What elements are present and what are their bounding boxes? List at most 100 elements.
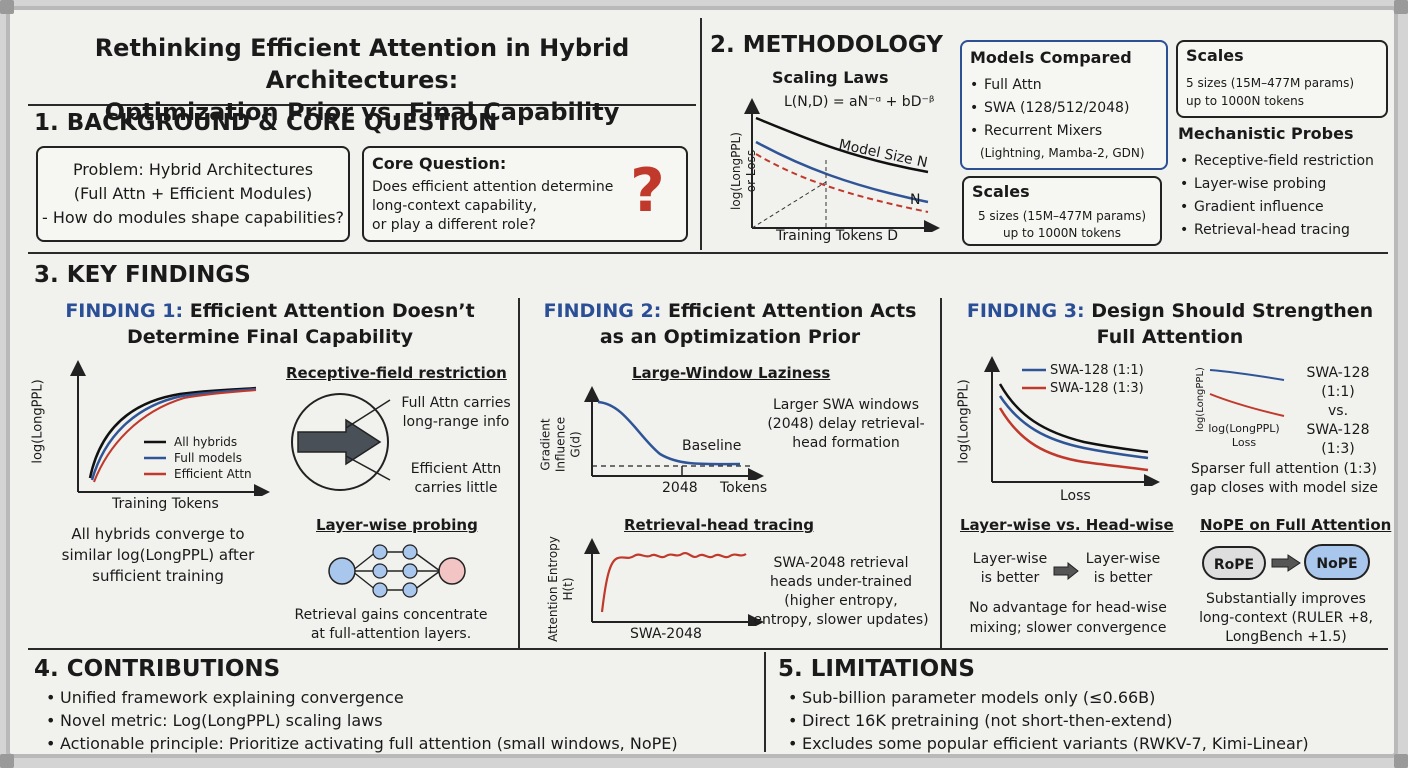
f3-mini-x-label-1: log(LongPPL) (1208, 422, 1280, 435)
lh-note-line: No advantage for head-wise (969, 600, 1167, 616)
f3-x-label: Loss (1060, 488, 1091, 504)
problem-box: Problem: Hybrid Architectures (Full Attn… (36, 146, 350, 242)
contribution-item: Novel metric: Log(LongPPL) scaling laws (46, 709, 678, 732)
probe-item: Layer-wise probing (1180, 173, 1374, 196)
rf-pointer-up (345, 399, 391, 429)
f1-caption-line: All hybrids converge to (71, 525, 245, 543)
lh-right-line: is better (1093, 570, 1153, 586)
f3-legend-item: SWA-128 (1:3) (1050, 381, 1144, 396)
f1-curve-all-hybrids (88, 386, 257, 479)
f1-legend-item: All hybrids (174, 435, 238, 449)
finding-3-title-1: Design Should Strengthen (1091, 300, 1374, 322)
model-size-n-label: N (910, 192, 921, 208)
gradient-y-label-1: Gradient Influence (538, 416, 568, 473)
probe-input-node (328, 557, 356, 585)
gradient-note-line: (2048) delay retrieval- (767, 416, 925, 432)
finding-divider-1 (518, 298, 520, 650)
frame-corner (1394, 0, 1408, 14)
rf-label-efficient-line: Efficient Attn (410, 461, 502, 477)
layer-vs-head-title: Layer-wise vs. Head-wise (960, 516, 1174, 534)
entropy-chart (584, 538, 764, 626)
probe-node (372, 563, 388, 579)
f3-legend: SWA-128 (1:1) SWA-128 (1:3) (1050, 362, 1144, 398)
core-question-title: Core Question: (372, 154, 507, 173)
rf-label-efficient: Efficient Attn carries little (394, 460, 518, 498)
probe-node (402, 544, 418, 560)
f3-mini-x-label: log(LongPPL) Loss (1206, 422, 1282, 450)
models-compared-box: Models Compared Full Attn SWA (128/512/2… (960, 40, 1168, 170)
finding-1-title-1: Efficient Attention Doesn’t (189, 300, 475, 322)
gradient-note-line: Larger SWA windows (773, 397, 919, 413)
entropy-x-label: SWA-2048 (630, 626, 702, 642)
probe-output-node (438, 557, 466, 585)
gradient-y-label-2: G(d) (568, 431, 583, 458)
probe-item: Gradient influence (1180, 196, 1374, 219)
top-vertical-divider (700, 18, 702, 250)
nope-arrow-icon (1271, 554, 1301, 572)
probe-node (402, 582, 418, 598)
f1-caption-line: similar log(LongPPL) after (61, 546, 255, 564)
gradient-curve (597, 400, 741, 466)
poster-title: Rethinking Efficient Attention in Hybrid… (28, 32, 696, 128)
rf-label-full: Full Attn carries long-range info (394, 394, 518, 432)
receptive-field-circle (291, 393, 389, 491)
probes-list: Receptive-field restriction Layer-wise p… (1180, 150, 1374, 242)
f3-curve-red (998, 407, 1149, 472)
scaling-x-label: Training Tokens D (776, 228, 899, 244)
whiteboard: Rethinking Efficient Attention in Hybrid… (6, 6, 1398, 758)
f3-y-label: log(LongPPL) (956, 379, 972, 464)
lh-left-line: is better (980, 570, 1040, 586)
scales-top-line-2: up to 1000N tokens (1186, 94, 1305, 108)
receptive-field-title: Receptive-field restriction (286, 364, 507, 382)
f3-mini-curve-blue (1209, 369, 1285, 381)
gradient-x-label: Tokens (720, 480, 768, 496)
frame-corner (1394, 754, 1408, 768)
f1-x-label: Training Tokens (112, 496, 219, 512)
finding-2-title-1: Efficient Attention Acts (667, 300, 917, 322)
rope-pill: RoPE (1202, 546, 1266, 580)
lh-right: Layer-wise is better (1080, 550, 1166, 588)
lh-right-line: Layer-wise (1085, 551, 1161, 567)
problem-line-2: (Full Attn + Efficient Modules) (73, 184, 313, 203)
entropy-note-line: (higher entropy, (784, 593, 898, 609)
lh-note-line: mixing; slower convergence (969, 620, 1167, 636)
retrieval-head-tracing-title: Retrieval-head tracing (624, 516, 814, 534)
rf-label-efficient-line: carries little (414, 480, 498, 496)
scaling-laws-title: Scaling Laws (772, 68, 889, 87)
scaling-guide-line (751, 181, 827, 229)
methodology-heading: 2. METHODOLOGY (710, 32, 943, 58)
finding-1-chart (70, 360, 270, 496)
gradient-baseline-label: Baseline (682, 438, 742, 454)
f3-compare-line: (1:1) (1321, 384, 1355, 400)
gradient-influence-chart (584, 386, 764, 480)
f1-legend-item: Efficient Attn (174, 467, 252, 481)
finding-3-chart (984, 356, 1160, 486)
finding-2-title: FINDING 2: Efficient Attention Acts as a… (526, 298, 934, 350)
f3-legend-item: SWA-128 (1:1) (1050, 363, 1144, 378)
problem-line-3: - How do modules shape capabilities? (41, 208, 345, 227)
entropy-y-label-2: H(t) (561, 577, 575, 601)
scales-bottom-title: Scales (972, 182, 1030, 201)
core-question-line-2: long-context capability, (372, 198, 538, 214)
contributions-list: Unified framework explaining convergence… (46, 686, 678, 754)
frame-corner (0, 754, 14, 768)
finding-3-label: FINDING 3: (966, 300, 1085, 322)
f1-legend: All hybrids Full models Efficient Attn (174, 434, 252, 482)
f3-mini-chart (1209, 369, 1285, 417)
probe-item: Receptive-field restriction (1180, 150, 1374, 173)
f3-compare-line: vs. (1327, 403, 1349, 419)
entropy-note-line: entropy, slower updates) (753, 612, 929, 628)
limitation-item: Sub-billion parameter models only (≤0.66… (788, 686, 1309, 709)
probe-item: Retrieval-head tracing (1180, 219, 1374, 242)
gradient-tick-label: 2048 (662, 480, 698, 496)
entropy-note-line: heads under-trained (770, 574, 912, 590)
entropy-note-line: SWA-2048 retrieval (773, 555, 909, 571)
f3-compare: SWA-128 (1:1) vs. SWA-128 (1:3) (1290, 364, 1386, 459)
f3-gap-note-line: Sparser full attention (1:3) (1190, 461, 1378, 477)
entropy-y-label-1: Attention Entropy (546, 536, 560, 642)
finding-1-title-2: Determine Final Capability (126, 326, 414, 348)
f3-mini-x-label-2: Loss (1231, 436, 1257, 449)
gradient-note-line: head formation (792, 435, 900, 451)
question-mark-icon: ? (630, 156, 665, 226)
limitation-item: Excludes some popular efficient variants… (788, 732, 1309, 754)
